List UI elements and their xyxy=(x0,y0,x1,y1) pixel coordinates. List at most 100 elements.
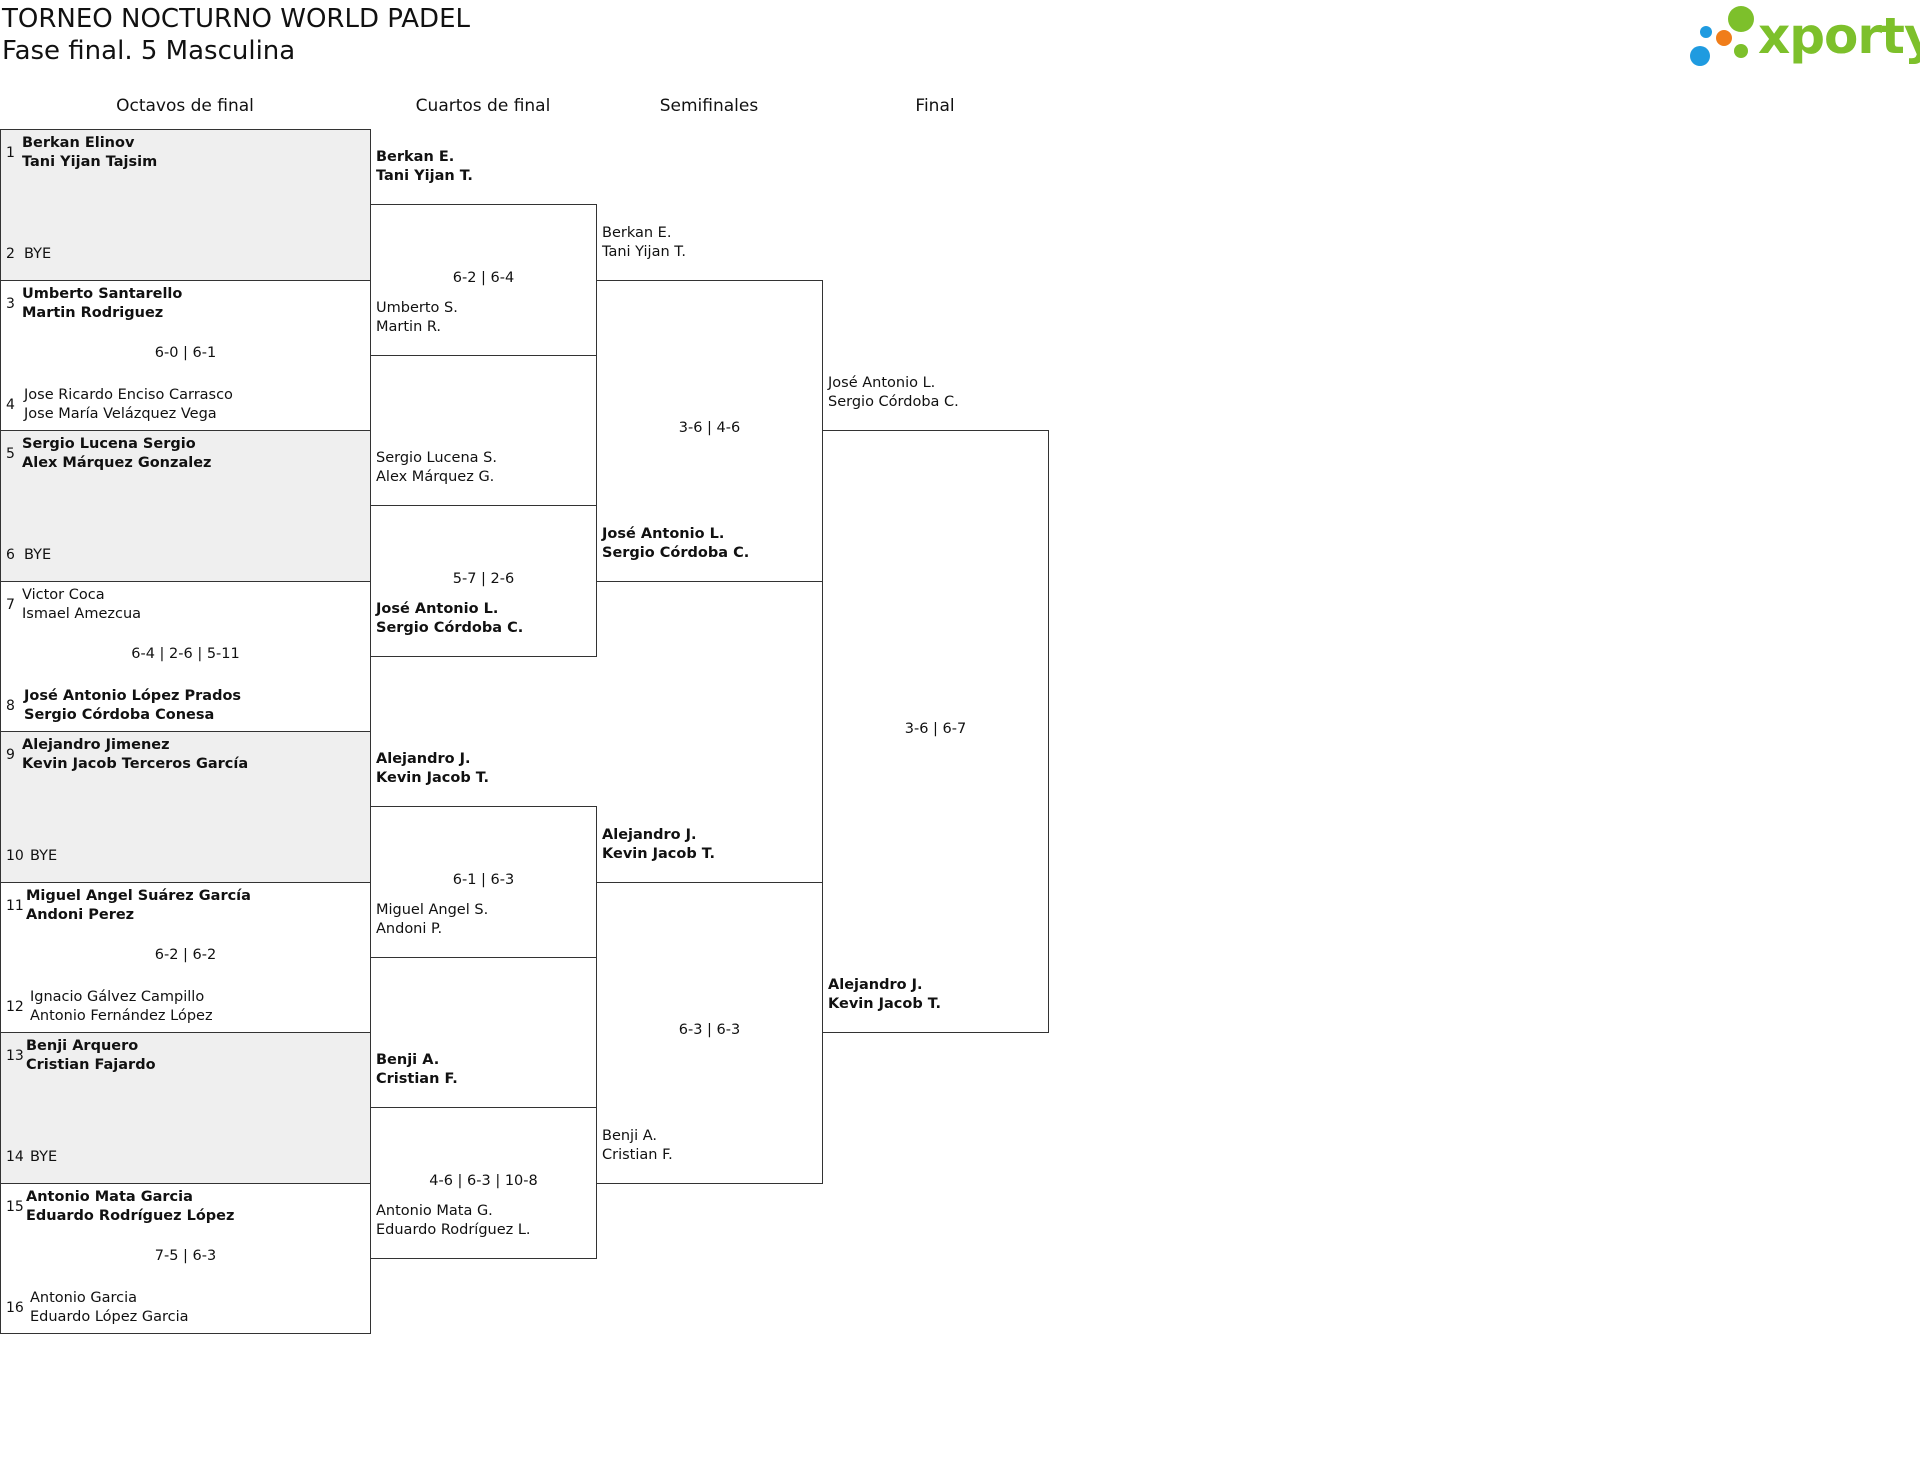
r16-pair-b: BYE xyxy=(24,546,51,565)
sf-pair-b: José Antonio L. Sergio Córdoba C. xyxy=(602,525,749,563)
match-score: 6-2 | 6-2 xyxy=(154,946,217,963)
player-name: Benji A. xyxy=(376,1052,440,1069)
logo-dot-blue-small xyxy=(1700,26,1712,38)
seed-number: 16 xyxy=(6,1299,24,1316)
player-name: José Antonio L. xyxy=(828,375,936,391)
player-name: Alejandro Jimenez xyxy=(22,737,170,753)
r16-pair-b: BYE xyxy=(30,1148,57,1167)
final-pair-a: José Antonio L. Sergio Córdoba C. xyxy=(828,374,959,412)
player-name: Tani Yijan Tajsim xyxy=(22,154,158,170)
sf-pair-a: Alejandro J. Kevin Jacob T. xyxy=(602,826,715,864)
match-score: 3-6 | 6-7 xyxy=(904,721,967,737)
player-name: Sergio Córdoba Conesa xyxy=(24,706,215,723)
player-name: Miguel Angel S. xyxy=(376,901,489,918)
match-score: 5-7 | 2-6 xyxy=(452,570,515,587)
r16-match-box xyxy=(0,430,371,582)
round-header-final: Final xyxy=(915,96,955,116)
seed-number: 8 xyxy=(6,697,15,714)
player-name: Alex Márquez Gonzalez xyxy=(22,455,212,471)
player-name: Eduardo Rodríguez López xyxy=(26,1207,235,1224)
player-name: Sergio Córdoba C. xyxy=(376,619,524,636)
player-name: Cristian Fajardo xyxy=(26,1057,156,1073)
player-name: Antonio Mata Garcia xyxy=(26,1188,193,1205)
qf-pair-a: Sergio Lucena S. Alex Márquez G. xyxy=(376,449,497,487)
seed-number: 11 xyxy=(6,897,24,914)
match-score: 4-6 | 6-3 | 10-8 xyxy=(429,1172,538,1189)
sf-pair-b: Benji A. Cristian F. xyxy=(602,1127,673,1165)
player-name: José Antonio López Prados xyxy=(24,687,242,704)
final-pair-b: Alejandro J. Kevin Jacob T. xyxy=(828,976,941,1014)
r16-pair-b: BYE xyxy=(30,847,57,866)
player-name: BYE xyxy=(30,1149,58,1165)
sf-pair-a: Berkan E.Tani Yijan T. xyxy=(602,224,686,262)
player-name: Alejandro J. xyxy=(828,977,923,993)
player-name: Andoni Perez xyxy=(26,906,135,923)
round-header-r16: Octavos de final xyxy=(116,96,254,116)
qf-pair-a: Alejandro J. Kevin Jacob T. xyxy=(376,750,489,788)
logo-dot-green xyxy=(1728,6,1754,32)
seed-number: 5 xyxy=(6,446,15,462)
player-name: Berkan Elinov xyxy=(22,135,135,151)
qf-pair-a: Berkan E. Tani Yijan T. xyxy=(376,148,473,186)
seed-number: 2 xyxy=(6,246,15,262)
seed-number: 3 xyxy=(6,295,15,312)
seed-number: 9 xyxy=(6,747,15,763)
match-score: 6-3 | 6-3 xyxy=(678,1022,741,1038)
player-name: Antonio Garcia xyxy=(30,1289,138,1306)
match-score: 6-0 | 6-1 xyxy=(154,344,217,361)
qf-pair-b: Umberto S.Martin R. xyxy=(376,299,458,337)
player-name: Sergio Córdoba C. xyxy=(602,544,750,561)
player-name: Alejandro J. xyxy=(602,826,697,843)
player-name: Benji A. xyxy=(602,1127,657,1144)
player-name: Kevin Jacob Terceros García xyxy=(22,756,249,772)
player-name: José Antonio L. xyxy=(376,600,499,617)
player-name: Tani Yijan T. xyxy=(376,168,473,185)
player-name: Ignacio Gálvez Campillo xyxy=(30,988,205,1005)
player-name: José Antonio L. xyxy=(602,525,725,542)
round-header-qf: Cuartos de final xyxy=(415,96,551,116)
player-name: Sergio Lucena S. xyxy=(376,450,497,467)
qf-pair-b: Antonio Mata G.Eduardo Rodríguez L. xyxy=(376,1202,531,1240)
player-name: BYE xyxy=(24,246,52,262)
logo-dot-blue xyxy=(1690,46,1710,66)
player-name: Victor Coca xyxy=(22,586,105,603)
player-name: Kevin Jacob T. xyxy=(828,996,941,1012)
player-name: Miguel Angel Suárez García xyxy=(26,887,251,904)
player-name: Kevin Jacob T. xyxy=(602,845,715,862)
player-name: Umberto Santarello xyxy=(22,285,183,302)
logo-dot-orange xyxy=(1716,30,1732,46)
player-name: Kevin Jacob T. xyxy=(376,770,489,787)
player-name: Berkan E. xyxy=(376,149,455,166)
player-name: Sergio Córdoba C. xyxy=(828,394,959,410)
final-match-box xyxy=(822,430,1049,1033)
seed-number: 4 xyxy=(6,396,15,413)
player-name: Alex Márquez G. xyxy=(376,469,495,486)
seed-number: 7 xyxy=(6,596,15,613)
seed-number: 1 xyxy=(6,145,15,161)
round-header-sf: Semifinales xyxy=(659,96,759,116)
r16-pair-b: BYE xyxy=(24,245,51,264)
player-name: Ismael Amezcua xyxy=(22,605,142,622)
player-name: Jose María Velázquez Vega xyxy=(24,405,217,422)
match-score: 3-6 | 4-6 xyxy=(678,420,741,436)
match-score: 6-2 | 6-4 xyxy=(452,269,515,286)
match-score: 6-1 | 6-3 xyxy=(452,871,515,888)
r16-match-box xyxy=(0,1032,371,1184)
player-name: Cristian F. xyxy=(602,1146,673,1163)
player-name: BYE xyxy=(30,848,58,864)
player-name: Antonio Fernández López xyxy=(30,1007,213,1024)
player-name: Alejandro J. xyxy=(376,751,471,768)
seed-number: 10 xyxy=(6,848,24,864)
seed-number: 15 xyxy=(6,1198,24,1215)
qf-pair-a: Benji A.Cristian F. xyxy=(376,1051,458,1089)
